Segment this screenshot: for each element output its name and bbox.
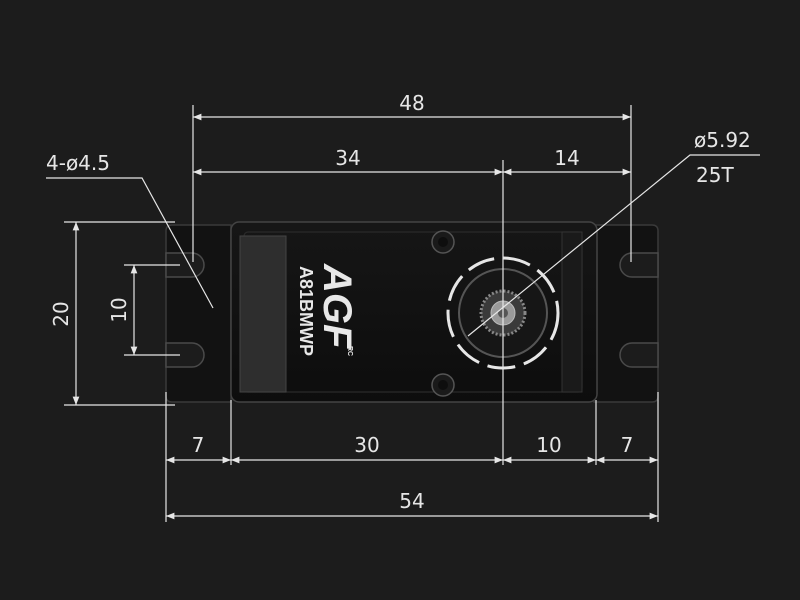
label-7-left: 7 <box>192 433 205 457</box>
brand-logo: AGF <box>315 263 359 350</box>
label-54: 54 <box>399 489 424 513</box>
label-spline-diameter: ø5.92 <box>694 128 751 152</box>
brand-logo-group: AGF RC A81BMWP <box>296 263 359 356</box>
side-groove <box>561 231 583 393</box>
brand-mark: RC <box>346 346 353 356</box>
dimension-lines <box>46 105 760 522</box>
label-30: 30 <box>354 433 379 457</box>
servo-outline: AGF RC A81BMWP <box>165 221 659 403</box>
model-label: A81BMWP <box>296 266 316 356</box>
label-34: 34 <box>335 146 360 170</box>
cover-screws <box>431 230 455 397</box>
label-mount-holes: 4-ø4.5 <box>46 151 110 175</box>
dimension-labels: 48 34 14 7 30 10 7 54 20 10 4-ø4.5 ø5.92… <box>46 91 751 513</box>
label-20: 20 <box>49 301 73 326</box>
label-10-vertical: 10 <box>107 297 131 322</box>
mount-hole-slots <box>165 252 659 368</box>
leader-spline <box>467 154 760 337</box>
mount-slot-top-right <box>619 252 659 278</box>
label-14: 14 <box>554 146 579 170</box>
label-strip <box>239 235 287 393</box>
mount-slot-bottom-right <box>619 342 659 368</box>
label-10-bottom: 10 <box>536 433 561 457</box>
leader-mount-holes <box>46 177 214 309</box>
mount-slot-bottom-left <box>165 342 205 368</box>
label-spline-teeth: 25T <box>696 163 734 187</box>
label-7-right: 7 <box>621 433 634 457</box>
mount-slot-top-left <box>165 252 205 278</box>
label-48: 48 <box>399 91 424 115</box>
